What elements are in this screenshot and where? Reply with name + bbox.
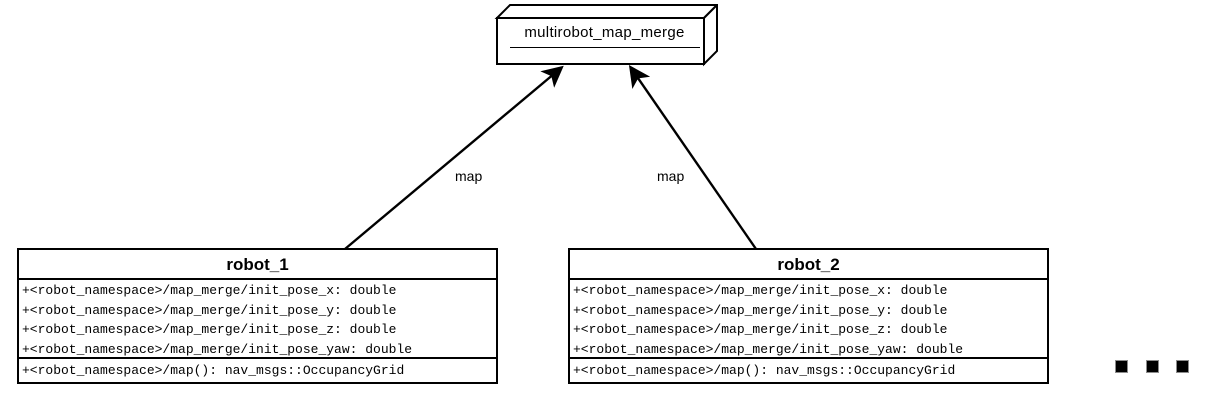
uml-attribute-row: +<robot_namespace>/map_merge/init_pose_y… [573, 341, 964, 357]
uml-methods-robot-2: +<robot_namespace>/map(): nav_msgs::Occu… [570, 359, 1047, 382]
uml-attribute-row: +<robot_namespace>/map_merge/init_pose_y… [22, 302, 397, 318]
uml-class-robot-2[interactable]: robot_2 +<robot_namespace>/map_merge/ini… [568, 248, 1049, 384]
uml-attribute-row: +<robot_namespace>/map_merge/init_pose_x… [573, 283, 948, 298]
edge-label-map-right: map [657, 168, 685, 184]
ellipsis-dot [1146, 360, 1159, 373]
uml-attributes-robot-1: +<robot_namespace>/map_merge/init_pose_x… [19, 280, 496, 359]
ellipsis-more-robots [1115, 359, 1195, 375]
uml-attribute-row: +<robot_namespace>/map_merge/init_pose_x… [22, 283, 397, 298]
uml-attribute-row: +<robot_namespace>/map_merge/init_pose_z… [22, 322, 397, 337]
package-node-label: multirobot_map_merge [524, 24, 685, 41]
package-box-shape [494, 4, 718, 67]
uml-class-robot-1[interactable]: robot_1 +<robot_namespace>/map_merge/ini… [17, 248, 498, 384]
uml-attribute-row: +<robot_namespace>/map_merge/init_pose_y… [573, 302, 948, 318]
uml-methods-robot-1: +<robot_namespace>/map(): nav_msgs::Occu… [19, 359, 496, 382]
uml-method-row: +<robot_namespace>/map(): nav_msgs::Occu… [22, 363, 405, 378]
uml-attribute-row: +<robot_namespace>/map_merge/init_pose_z… [573, 322, 948, 337]
edge-label-map-left: map [455, 168, 483, 184]
uml-class-title-robot-2: robot_2 [570, 250, 1047, 280]
uml-class-title-robot-1: robot_1 [19, 250, 496, 280]
ellipsis-dot [1176, 360, 1189, 373]
package-node-label-underline [510, 47, 700, 48]
edge-robot-2-to-map-merge[interactable] [628, 65, 757, 250]
uml-attributes-robot-2: +<robot_namespace>/map_merge/init_pose_x… [570, 280, 1047, 359]
uml-method-row: +<robot_namespace>/map(): nav_msgs::Occu… [573, 363, 956, 378]
edge-robot-1-to-map-merge[interactable] [344, 65, 564, 250]
package-node-multirobot-map-merge[interactable]: multirobot_map_merge [490, 4, 718, 70]
uml-attribute-row: +<robot_namespace>/map_merge/init_pose_y… [22, 341, 413, 357]
ellipsis-dot [1115, 360, 1128, 373]
